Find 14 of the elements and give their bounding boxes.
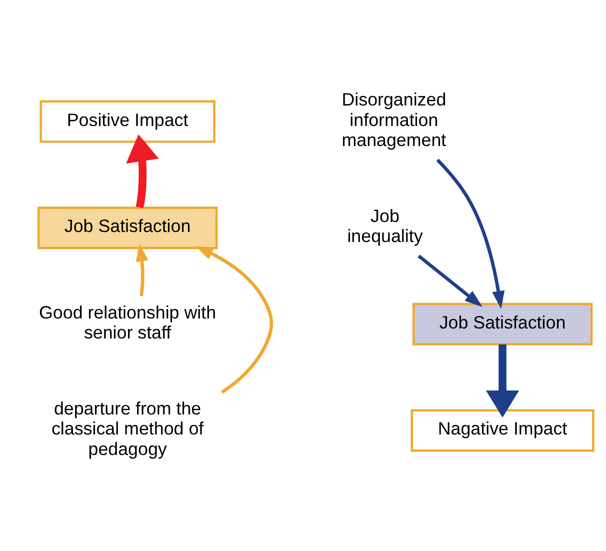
arrow <box>436 158 505 308</box>
node-box: Nagative Impact <box>410 408 594 452</box>
node-box: Positive Impact <box>40 100 216 142</box>
node-text: Job inequality <box>347 206 423 246</box>
arrow <box>136 242 148 296</box>
node-text: Disorganized information management <box>342 89 446 150</box>
node-text: Good relationship with senior staff <box>39 302 216 342</box>
node-text: departure from the classical method of pedagogy <box>51 398 204 458</box>
node-box: Job Satisfaction <box>412 302 593 345</box>
arrow <box>418 254 483 306</box>
arrow <box>126 134 159 208</box>
arrow <box>486 344 520 418</box>
node-box: Job Satisfaction <box>37 206 218 249</box>
arrow <box>195 245 274 394</box>
